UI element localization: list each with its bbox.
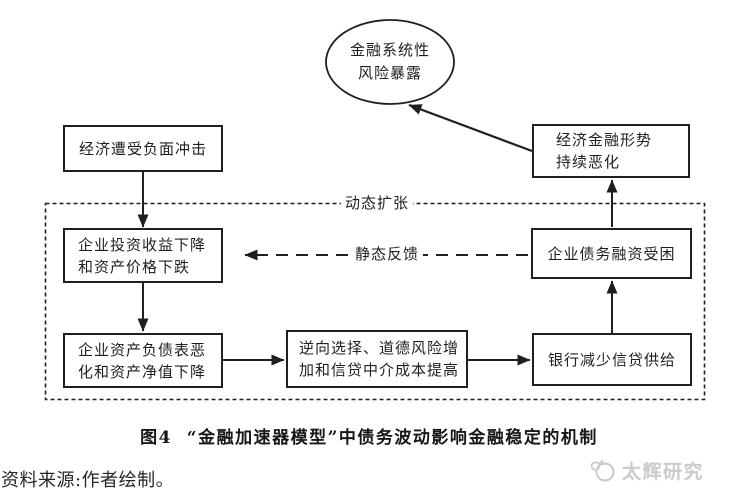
node-systemic-risk: 金融系统性 风险暴露 <box>323 39 457 85</box>
node-deterioration: 经济金融形势 持续恶化 <box>532 124 690 178</box>
node-investment-decline: 企业投资收益下降 和资产价格下跌 <box>63 228 223 283</box>
node-adverse-selection: 逆向选择、道德风险增 加和信贷中介成本提高 <box>286 330 468 388</box>
source-note: 资料来源:作者绘制。 <box>1 470 175 491</box>
arrow-deterioration-to-risk <box>408 103 533 153</box>
node-debt-financing-distress: 企业债务融资受困 <box>531 228 692 279</box>
node-bank-credit-cut-label: 银行减少信贷供给 <box>547 350 676 369</box>
label-dynamic-expansion: 动态扩张 <box>341 193 414 213</box>
node-adverse-selection-line1: 逆向选择、道德风险增 <box>299 339 460 357</box>
node-deterioration-line2: 持续恶化 <box>556 153 621 171</box>
node-deterioration-line1: 经济金融形势 <box>556 131 653 149</box>
node-bank-credit-cut: 银行减少信贷供给 <box>532 333 692 386</box>
label-static-feedback: 静态反馈 <box>351 244 424 264</box>
figure-caption: 图4 “金融加速器模型”中债务波动影响金融稳定的机制 <box>140 428 598 448</box>
node-balance-sheet-worsen-line1: 企业资产负债表恶 <box>78 340 207 359</box>
node-debt-financing-distress-label: 企业债务融资受困 <box>547 244 676 263</box>
watermark-text: 太辉研究 <box>622 461 705 483</box>
node-adverse-selection-line2: 加和信贷中介成本提高 <box>299 361 460 379</box>
risk-ellipse-shape <box>325 19 455 105</box>
node-systemic-risk-line1: 金融系统性 <box>349 41 430 59</box>
node-negative-shock-label: 经济遭受负面冲击 <box>78 139 207 158</box>
node-balance-sheet-worsen: 企业资产负债表恶 化和资产净值下降 <box>63 333 223 388</box>
watermark-logo-icon <box>590 459 615 481</box>
node-investment-decline-line2: 和资产价格下跌 <box>78 257 191 276</box>
node-investment-decline-line1: 企业投资收益下降 <box>78 235 207 254</box>
watermark: 太辉研究 <box>590 457 704 484</box>
node-negative-shock: 经济遭受负面冲击 <box>63 125 223 172</box>
node-systemic-risk-line2: 风险暴露 <box>357 64 422 82</box>
node-balance-sheet-worsen-line2: 化和资产净值下降 <box>78 362 207 381</box>
